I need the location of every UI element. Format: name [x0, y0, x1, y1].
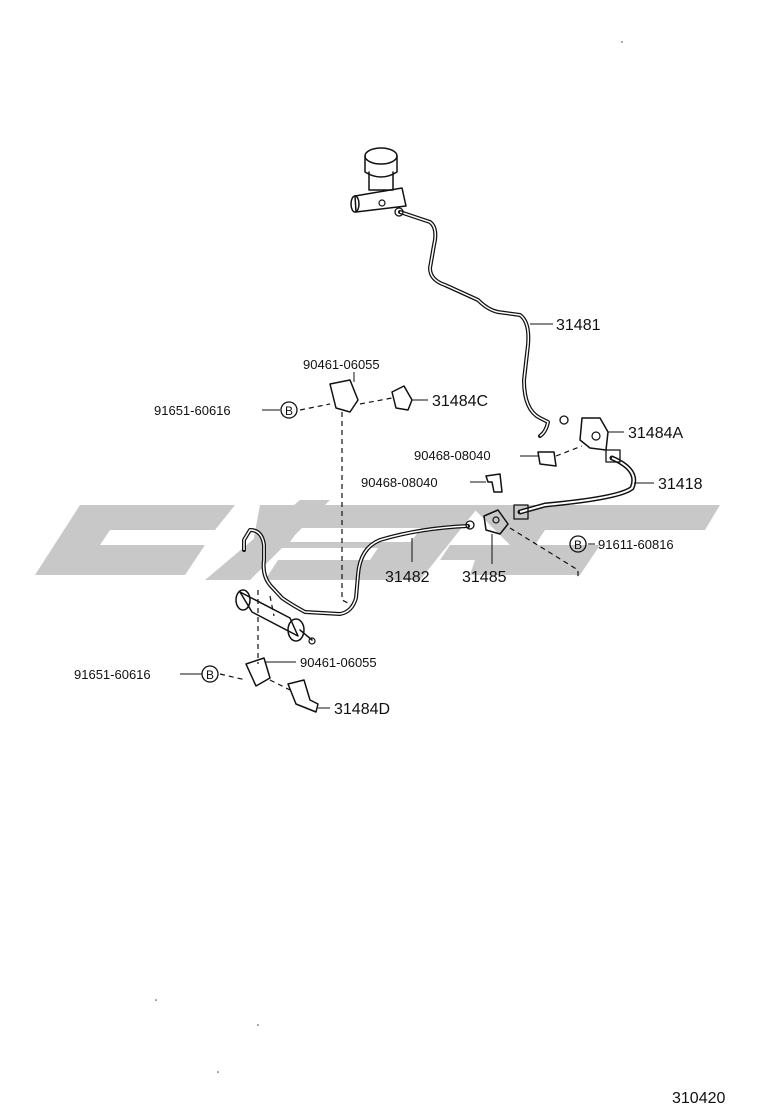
bracket-31485: [483, 509, 509, 535]
label-90468-a: 90468-08040: [414, 448, 491, 463]
label-91611: 91611-60816: [598, 537, 674, 552]
label-31485: 31485: [462, 569, 507, 586]
label-90468-b: 90468-08040: [361, 475, 438, 490]
bolt-marker-bottom: B: [201, 665, 219, 683]
figure-number: 310420: [672, 1090, 725, 1107]
bracket-90461-top: [329, 379, 359, 413]
svg-text:B: B: [574, 538, 582, 552]
watermark-logo: [35, 500, 720, 580]
clip-90468-b: [485, 473, 503, 493]
label-31484c: 31484C: [432, 393, 488, 410]
bracket-31484d: [287, 679, 319, 713]
bracket-31484c: [391, 385, 413, 411]
slave-cylinder: [235, 589, 316, 645]
label-31484d: 31484D: [334, 701, 390, 718]
pipe-31482: [242, 520, 475, 616]
assembly-lines: [219, 397, 583, 691]
svg-text:B: B: [285, 404, 293, 418]
label-91651-top: 91651-60616: [154, 403, 231, 418]
label-31484a: 31484A: [628, 425, 683, 442]
bracket-31484a: [579, 417, 609, 451]
hose-31418: [513, 449, 637, 520]
bolt-marker-right: B: [569, 535, 587, 553]
label-31482: 31482: [385, 569, 430, 586]
bolt-marker-top: B: [280, 401, 298, 419]
scan-specks: [155, 41, 623, 1073]
clip-90468-a: [537, 451, 557, 467]
master-cylinder: [350, 147, 407, 213]
label-31418: 31418: [658, 476, 703, 493]
pipe-31481: [394, 207, 569, 438]
label-91651-bottom: 91651-60616: [74, 667, 151, 682]
svg-text:B: B: [206, 668, 214, 682]
leader-lines: [180, 323, 654, 709]
label-90461-top: 90461-06055: [303, 357, 380, 372]
label-31481: 31481: [556, 317, 601, 334]
label-90461-bottom: 90461-06055: [300, 655, 377, 670]
bracket-90461-bottom: [245, 657, 271, 687]
